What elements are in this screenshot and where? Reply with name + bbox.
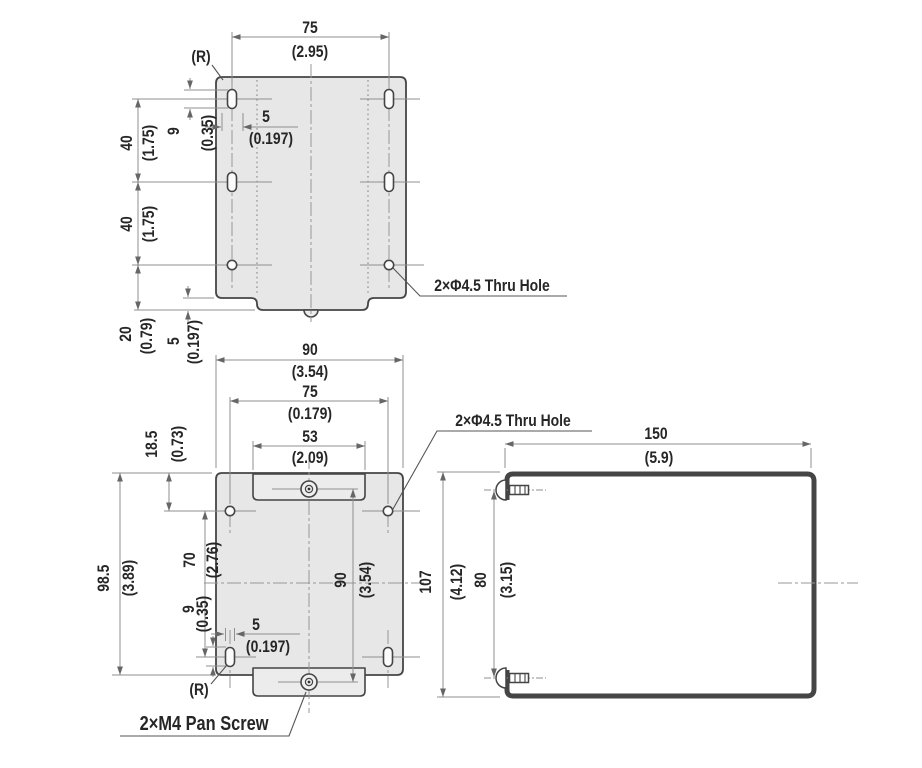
top-corner-radius-callout: (R) xyxy=(191,48,224,81)
dim-slot-offset-top: 5 (0.197) xyxy=(205,108,298,149)
bottom-offset-mm-label: 20 xyxy=(117,326,136,341)
dim-front-top-offset: 18.5 (0.73) xyxy=(143,426,187,511)
side-depth-in-label: (5.9) xyxy=(645,449,674,468)
top-view-slots xyxy=(226,88,395,193)
front-corner-radius-callout: (R) xyxy=(189,664,228,700)
front-slot-offset-in-label: (0.197) xyxy=(246,638,290,657)
front-screw-pitch-mm-label: 90 xyxy=(332,572,351,587)
side-height-in-label: (4.12) xyxy=(448,564,467,600)
pan-screw-label: 2×M4 Pan Screw xyxy=(140,712,270,735)
front-screw-pitch-in-label: (3.54) xyxy=(357,562,376,598)
tab-offset-mm-label: 5 xyxy=(165,337,184,345)
top-view-thru-holes xyxy=(226,259,395,271)
top-thru-hole-label: 2×Φ4.5 Thru Hole xyxy=(434,277,550,296)
front-width-mm-label: 90 xyxy=(302,341,317,360)
pitch-upper-mm-label: 40 xyxy=(118,135,137,150)
front-vertical-pitch-mm-label: 70 xyxy=(181,552,200,567)
bottom-offset-in-label: (0.79) xyxy=(138,318,157,354)
pan-screw-top xyxy=(300,480,318,498)
dim-front-vertical-pitch: 70 (2.76) xyxy=(181,511,223,657)
pitch-lower-in-label: (1.75) xyxy=(140,206,159,242)
side-screw-pitch-in-label: (3.15) xyxy=(498,562,517,598)
front-radius-label: (R) xyxy=(189,681,208,700)
top-slot-offset-in-label: (0.197) xyxy=(249,130,293,149)
side-view: 150 (5.9) 107 (4.12) 80 (3.15) xyxy=(417,425,858,699)
front-slot-offset-mm-label: 5 xyxy=(252,616,260,635)
front-thru-hole-callout: 2×Φ4.5 Thru Hole xyxy=(392,412,592,510)
dim-front-height: 98.5 (3.89) xyxy=(95,472,212,676)
top-radius-label: (R) xyxy=(191,48,210,67)
front-top-offset-mm-label: 18.5 xyxy=(143,430,162,457)
dim-front-hole-pitch: 75 (0.179) xyxy=(229,383,389,504)
front-view: 90 (3.54) 75 (0.179) 53 (2.09) 98.5 (3.8… xyxy=(95,341,592,737)
dim-front-slot-length: 9 (0.35) xyxy=(180,596,226,677)
front-slot-length-mm-label: 9 xyxy=(180,605,199,613)
dim-slot-length-top: 9 (0.35) xyxy=(165,78,228,151)
top-view-plate xyxy=(215,76,407,311)
top-width-mm-label: 75 xyxy=(302,19,318,38)
front-hole-pitch-in-label: (0.179) xyxy=(288,405,332,424)
dim-front-screw-pitch: 90 (3.54) xyxy=(332,489,376,682)
front-hole-pitch-mm-label: 75 xyxy=(302,383,318,402)
pitch-lower-mm-label: 40 xyxy=(118,216,137,231)
front-tab-width-mm-label: 53 xyxy=(302,428,318,447)
side-screw-bottom xyxy=(484,667,546,689)
dim-side-screw-pitch: 80 (3.15) xyxy=(472,491,517,677)
top-view: 75 (2.95) (R) 9 (0.35) 5 (0.197) xyxy=(117,19,567,364)
top-width-in-label: (2.95) xyxy=(292,43,328,62)
front-height-in-label: (3.89) xyxy=(120,560,139,596)
dim-front-tab-width: 53 (2.09) xyxy=(252,428,366,470)
tab-offset-in-label: (0.197) xyxy=(185,320,204,364)
front-width-in-label: (3.54) xyxy=(292,363,328,382)
side-screw-top xyxy=(484,479,546,501)
front-pan-screw-callout: 2×M4 Pan Screw xyxy=(120,691,307,737)
side-height-mm-label: 107 xyxy=(417,570,436,593)
side-depth-mm-label: 150 xyxy=(644,425,667,444)
front-view-slots xyxy=(224,646,394,668)
front-thru-hole-label: 2×Φ4.5 Thru Hole xyxy=(455,412,571,431)
dim-top-width: 75 (2.95) xyxy=(231,19,390,84)
top-thru-hole-callout: 2×Φ4.5 Thru Hole xyxy=(392,267,567,297)
dim-front-slot-offset: 5 (0.197) xyxy=(211,616,300,657)
dim-tab-offset-top-view: 5 (0.197) xyxy=(165,286,203,364)
dim-side-depth: 150 (5.9) xyxy=(504,425,812,468)
front-tab-width-in-label: (2.09) xyxy=(292,449,328,468)
top-slot-offset-mm-label: 5 xyxy=(262,108,270,127)
top-slot-length-in-label: (0.35) xyxy=(199,115,218,151)
top-slot-length-mm-label: 9 xyxy=(165,127,184,135)
side-screw-pitch-mm-label: 80 xyxy=(472,572,491,587)
side-view-profile xyxy=(504,471,817,699)
dim-left-stack-top-view: 40 (1.75) 40 (1.75) 20 (0.79) xyxy=(117,99,159,354)
front-view-thru-holes xyxy=(224,505,394,517)
front-top-offset-in-label: (0.73) xyxy=(169,426,188,462)
dim-front-width: 90 (3.54) xyxy=(215,341,404,468)
pan-screw-bottom xyxy=(300,673,318,691)
pitch-upper-in-label: (1.75) xyxy=(140,125,159,161)
front-vertical-pitch-in-label: (2.76) xyxy=(204,542,223,578)
dim-side-height: 107 (4.12) xyxy=(417,471,500,698)
front-height-mm-label: 98.5 xyxy=(95,564,114,591)
front-slot-length-in-label: (0.35) xyxy=(194,596,213,632)
